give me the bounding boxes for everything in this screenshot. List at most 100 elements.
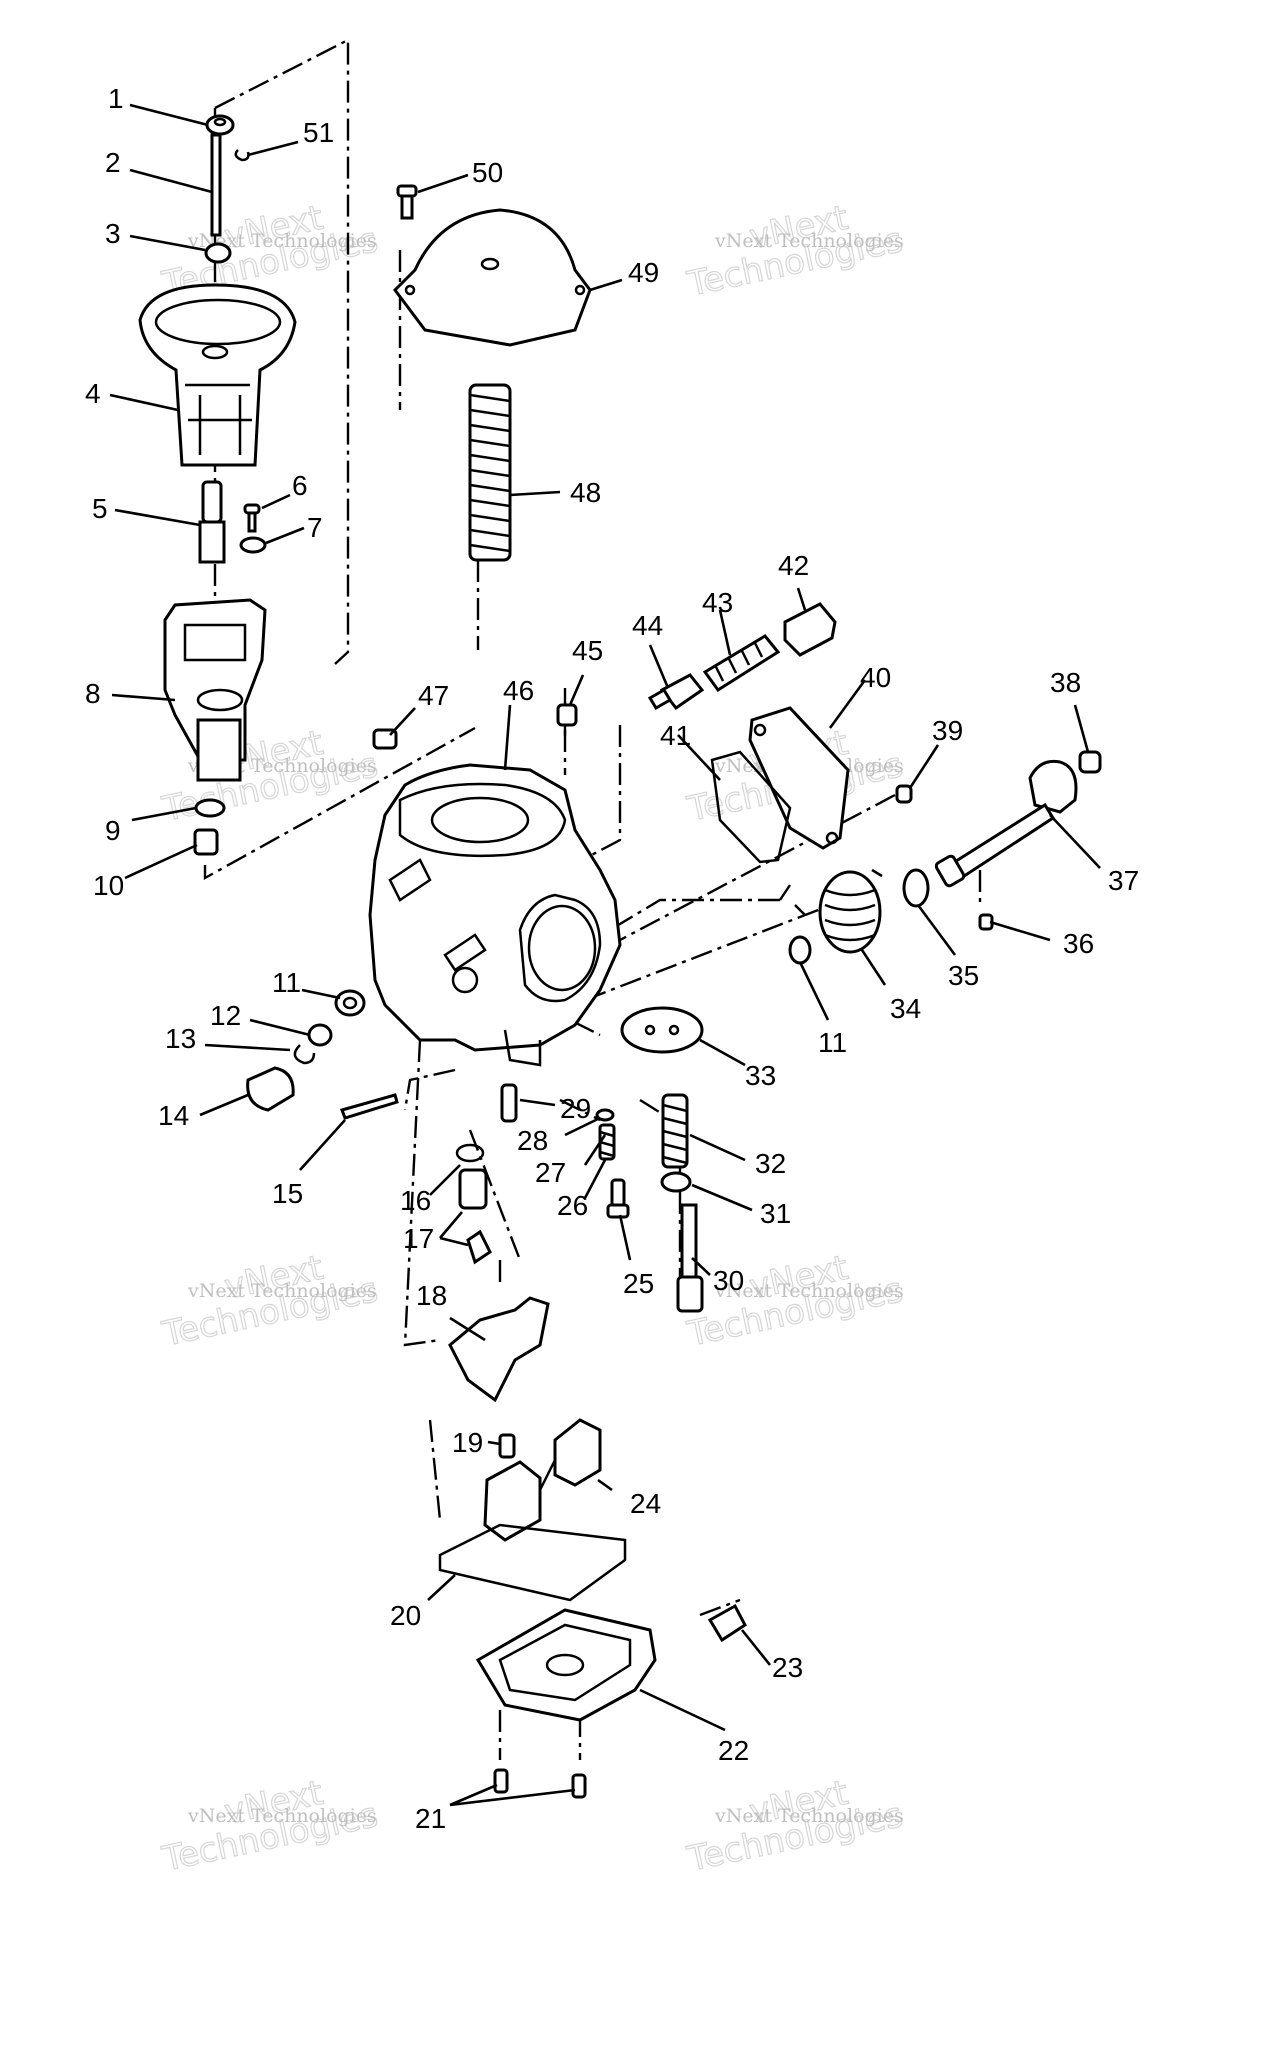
part-26-screw	[606, 1178, 630, 1219]
part-45-plug	[556, 703, 578, 727]
part-28-washer	[595, 1108, 615, 1122]
part-12-washer	[307, 1023, 333, 1047]
callout-32: 32	[755, 1148, 786, 1179]
callout-46: 46	[503, 675, 534, 706]
part-14-cap	[246, 1066, 295, 1112]
part-30-bolt	[676, 1203, 704, 1313]
part-39-screw	[895, 784, 913, 804]
watermark-text: vNext Technologies	[187, 1805, 377, 1827]
callout-3: 3	[105, 218, 121, 249]
part-13-clip	[293, 1044, 316, 1065]
part-35-washer	[902, 868, 930, 908]
callout-50: 50	[472, 157, 503, 188]
callout-2: 2	[105, 147, 121, 178]
part-16-o-ring	[455, 1143, 485, 1163]
part-20-gasket	[438, 1523, 627, 1602]
watermark-text: vNext Technologies	[714, 1280, 904, 1302]
part-17-float-valve	[458, 1168, 492, 1265]
watermark-text: vNext Technologies	[714, 230, 904, 252]
callout-27: 27	[535, 1157, 566, 1188]
callout-37: 37	[1108, 865, 1139, 896]
watermark-text: vNext Technologies	[187, 230, 377, 252]
callout-35: 35	[948, 960, 979, 991]
part-23-drain-screw	[707, 1603, 747, 1643]
part-48-spring	[468, 383, 512, 562]
part-2-needle	[210, 133, 222, 237]
part-11-seal-left	[334, 989, 366, 1017]
callout-25: 25	[623, 1268, 654, 1299]
part-46-carburetor-body	[368, 763, 622, 1067]
part-38-bushing	[1078, 750, 1102, 774]
part-6-screw	[243, 503, 261, 533]
part-40-cover-plate	[748, 706, 850, 850]
callout-13: 13	[165, 1023, 196, 1054]
callout-8: 8	[85, 678, 101, 709]
part-34-return-spring	[794, 868, 883, 954]
part-33-throttle-plate	[620, 1006, 704, 1054]
watermark-text: vNext Technologies	[714, 1805, 904, 1827]
callout-labels: 1 2 3 4 5 6 7 8 9 10 11 11 12 13 14 15 1…	[85, 83, 1139, 1834]
callout-14: 14	[158, 1100, 189, 1131]
callout-6: 6	[292, 470, 308, 501]
callout-40: 40	[860, 662, 891, 693]
callout-5: 5	[92, 493, 108, 524]
part-21-screws	[493, 1768, 587, 1799]
callout-28: 28	[517, 1125, 548, 1156]
part-9-washer	[194, 798, 226, 818]
callout-41: 41	[660, 720, 691, 751]
callout-11-right: 11	[818, 1027, 847, 1058]
part-32-spring	[661, 1093, 689, 1169]
callout-10: 10	[93, 870, 124, 901]
part-5-needle-jet	[198, 480, 226, 564]
part-24-float	[483, 1418, 602, 1542]
callout-19: 19	[452, 1427, 483, 1458]
callout-30: 30	[713, 1265, 744, 1296]
part-4-diaphragm-slide	[138, 283, 297, 467]
part-7-washer	[239, 536, 267, 554]
watermark-top-right: Technologies vNext	[683, 197, 907, 305]
callout-38: 38	[1050, 667, 1081, 698]
callout-23: 23	[772, 1652, 803, 1683]
callout-1: 1	[108, 83, 124, 114]
callout-15: 15	[272, 1178, 303, 1209]
callout-4: 4	[85, 378, 101, 409]
callout-7: 7	[307, 512, 323, 543]
part-43-spring	[702, 634, 781, 693]
watermark-text: vNext Technologies	[187, 1280, 377, 1302]
part-31-washer	[660, 1171, 692, 1193]
callout-42: 42	[778, 550, 809, 581]
part-8-jet-holder	[163, 598, 267, 782]
callout-44: 44	[632, 610, 663, 641]
part-10-jet	[193, 828, 219, 856]
leader-lines	[109, 103, 1101, 1807]
callout-48: 48	[570, 477, 601, 508]
callout-18: 18	[416, 1280, 447, 1311]
part-41-gasket	[710, 750, 792, 864]
callout-12: 12	[210, 1000, 241, 1031]
callout-21: 21	[415, 1803, 446, 1834]
part-29-jet	[500, 1083, 518, 1123]
callout-26: 26	[557, 1190, 588, 1221]
callout-29: 29	[560, 1093, 591, 1124]
part-44-plunger	[647, 673, 705, 711]
part-42-cap	[783, 602, 837, 657]
part-49-top-cover	[393, 208, 592, 347]
callout-47: 47	[418, 680, 449, 711]
part-37-throttle-shaft	[934, 759, 1078, 888]
callout-43: 43	[702, 587, 733, 618]
callout-17: 17	[403, 1223, 434, 1254]
part-50-screw	[396, 184, 418, 220]
part-15-pin	[340, 1093, 399, 1120]
part-1-nut	[205, 114, 235, 136]
callout-9: 9	[105, 815, 121, 846]
callout-34: 34	[890, 993, 921, 1024]
callout-33: 33	[745, 1060, 776, 1091]
callout-11-left: 11	[272, 967, 301, 998]
callout-22: 22	[718, 1735, 749, 1766]
callout-31: 31	[760, 1198, 791, 1229]
part-18-float-arm	[448, 1296, 550, 1403]
callout-24: 24	[630, 1488, 661, 1519]
part-3-collar	[204, 242, 232, 264]
part-22-float-bowl	[475, 1608, 657, 1722]
